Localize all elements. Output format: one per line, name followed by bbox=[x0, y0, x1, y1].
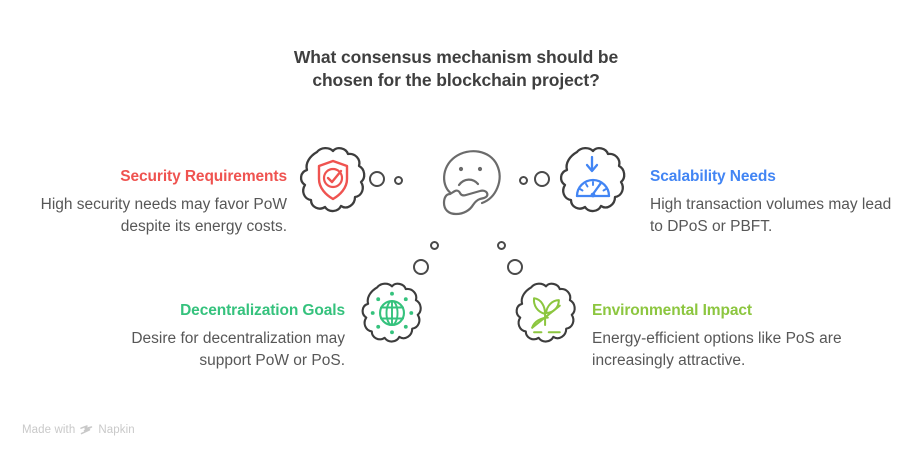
block-scalability: Scalability Needs High transaction volum… bbox=[650, 167, 906, 237]
speedometer-down-arrow-icon bbox=[556, 143, 630, 222]
heading-security: Security Requirements bbox=[120, 168, 287, 185]
page-title: What consensus mechanism should be chose… bbox=[293, 47, 619, 90]
thought-dot-left-large bbox=[369, 171, 385, 187]
thought-dot-bottom-right-large bbox=[507, 259, 523, 275]
heading-scalability: Scalability Needs bbox=[650, 168, 776, 185]
plant-sprout-icon bbox=[512, 279, 580, 352]
watermark: Made with Napkin bbox=[22, 424, 135, 436]
block-security: Security Requirements High security need… bbox=[20, 167, 287, 237]
thinking-face-icon bbox=[428, 140, 512, 229]
shield-check-icon bbox=[296, 143, 370, 222]
napkin-logo-icon bbox=[80, 424, 93, 436]
watermark-text: Made with bbox=[22, 424, 76, 436]
globe-network-icon bbox=[358, 279, 426, 352]
body-environment: Energy-efficient options like PoS are in… bbox=[592, 330, 842, 369]
block-environment: Environmental Impact Energy-efficient op… bbox=[592, 301, 848, 371]
thought-dot-bottom-left-large bbox=[413, 259, 429, 275]
thought-dot-bottom-right-small bbox=[497, 241, 506, 250]
thought-dot-bottom-left-small bbox=[430, 241, 439, 250]
heading-decentralization: Decentralization Goals bbox=[180, 302, 345, 319]
body-scalability: High transaction volumes may lead to DPo… bbox=[650, 196, 892, 235]
body-decentralization: Desire for decentralization may support … bbox=[131, 330, 345, 369]
block-decentralization: Decentralization Goals Desire for decent… bbox=[78, 301, 345, 371]
watermark-brand: Napkin bbox=[98, 424, 135, 436]
body-security: High security needs may favor PoW despit… bbox=[40, 196, 287, 235]
heading-environment: Environmental Impact bbox=[592, 302, 752, 319]
thought-dot-right-small bbox=[519, 176, 528, 185]
thought-dot-right-large bbox=[534, 171, 550, 187]
thought-dot-left-small bbox=[394, 176, 403, 185]
